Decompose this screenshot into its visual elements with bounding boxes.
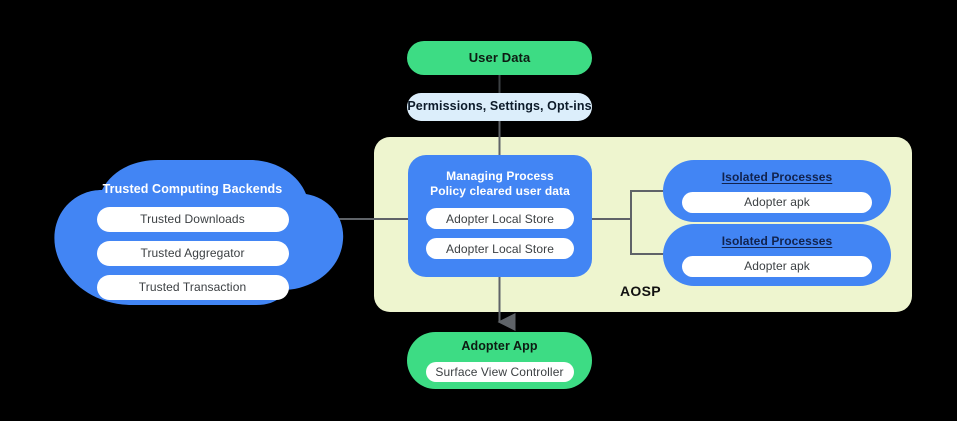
- permissions-settings-optins-node[interactable]: Permissions, Settings, Opt-ins: [407, 93, 592, 121]
- adopter-apk-chip-1[interactable]: Adopter apk: [682, 191, 872, 213]
- adopter-local-store-chip-2[interactable]: Adopter Local Store: [426, 238, 574, 259]
- trusted-downloads-chip[interactable]: Trusted Downloads: [96, 206, 289, 232]
- trusted-aggregator-chip[interactable]: Trusted Aggregator: [96, 240, 289, 266]
- trusted-computing-backends-cloud[interactable]: Trusted Computing Backends Trusted Downl…: [40, 160, 345, 305]
- isolated-processes-title-2: Isolated Processes: [721, 233, 833, 248]
- managing-process-node[interactable]: Managing Process Policy cleared user dat…: [408, 155, 592, 277]
- trusted-transaction-chip[interactable]: Trusted Transaction: [96, 274, 289, 300]
- managing-process-title: Managing Process Policy cleared user dat…: [430, 169, 570, 199]
- permissions-label: Permissions, Settings, Opt-ins: [407, 99, 592, 114]
- adopter-app-title: Adopter App: [461, 339, 538, 354]
- user-data-node[interactable]: User Data: [407, 41, 592, 75]
- aosp-label: AOSP: [620, 283, 661, 299]
- cloud-content: Trusted Computing Backends Trusted Downl…: [40, 160, 345, 305]
- managing-process-title-line2: Policy cleared user data: [430, 184, 570, 198]
- adopter-app-node[interactable]: Adopter App Surface View Controller: [407, 332, 592, 389]
- adopter-local-store-chip-1[interactable]: Adopter Local Store: [426, 208, 574, 229]
- cloud-shape-icon: [54, 160, 344, 305]
- adopter-apk-chip-2[interactable]: Adopter apk: [682, 255, 872, 277]
- managing-process-title-line1: Managing Process: [446, 169, 554, 183]
- isolated-processes-title-1: Isolated Processes: [721, 169, 833, 184]
- cloud-title: Trusted Computing Backends: [102, 182, 283, 196]
- user-data-label: User Data: [468, 49, 531, 65]
- isolated-process-node-2[interactable]: Isolated Processes Adopter apk: [663, 224, 891, 286]
- surface-view-controller-chip[interactable]: Surface View Controller: [425, 361, 574, 382]
- isolated-process-node-1[interactable]: Isolated Processes Adopter apk: [663, 160, 891, 222]
